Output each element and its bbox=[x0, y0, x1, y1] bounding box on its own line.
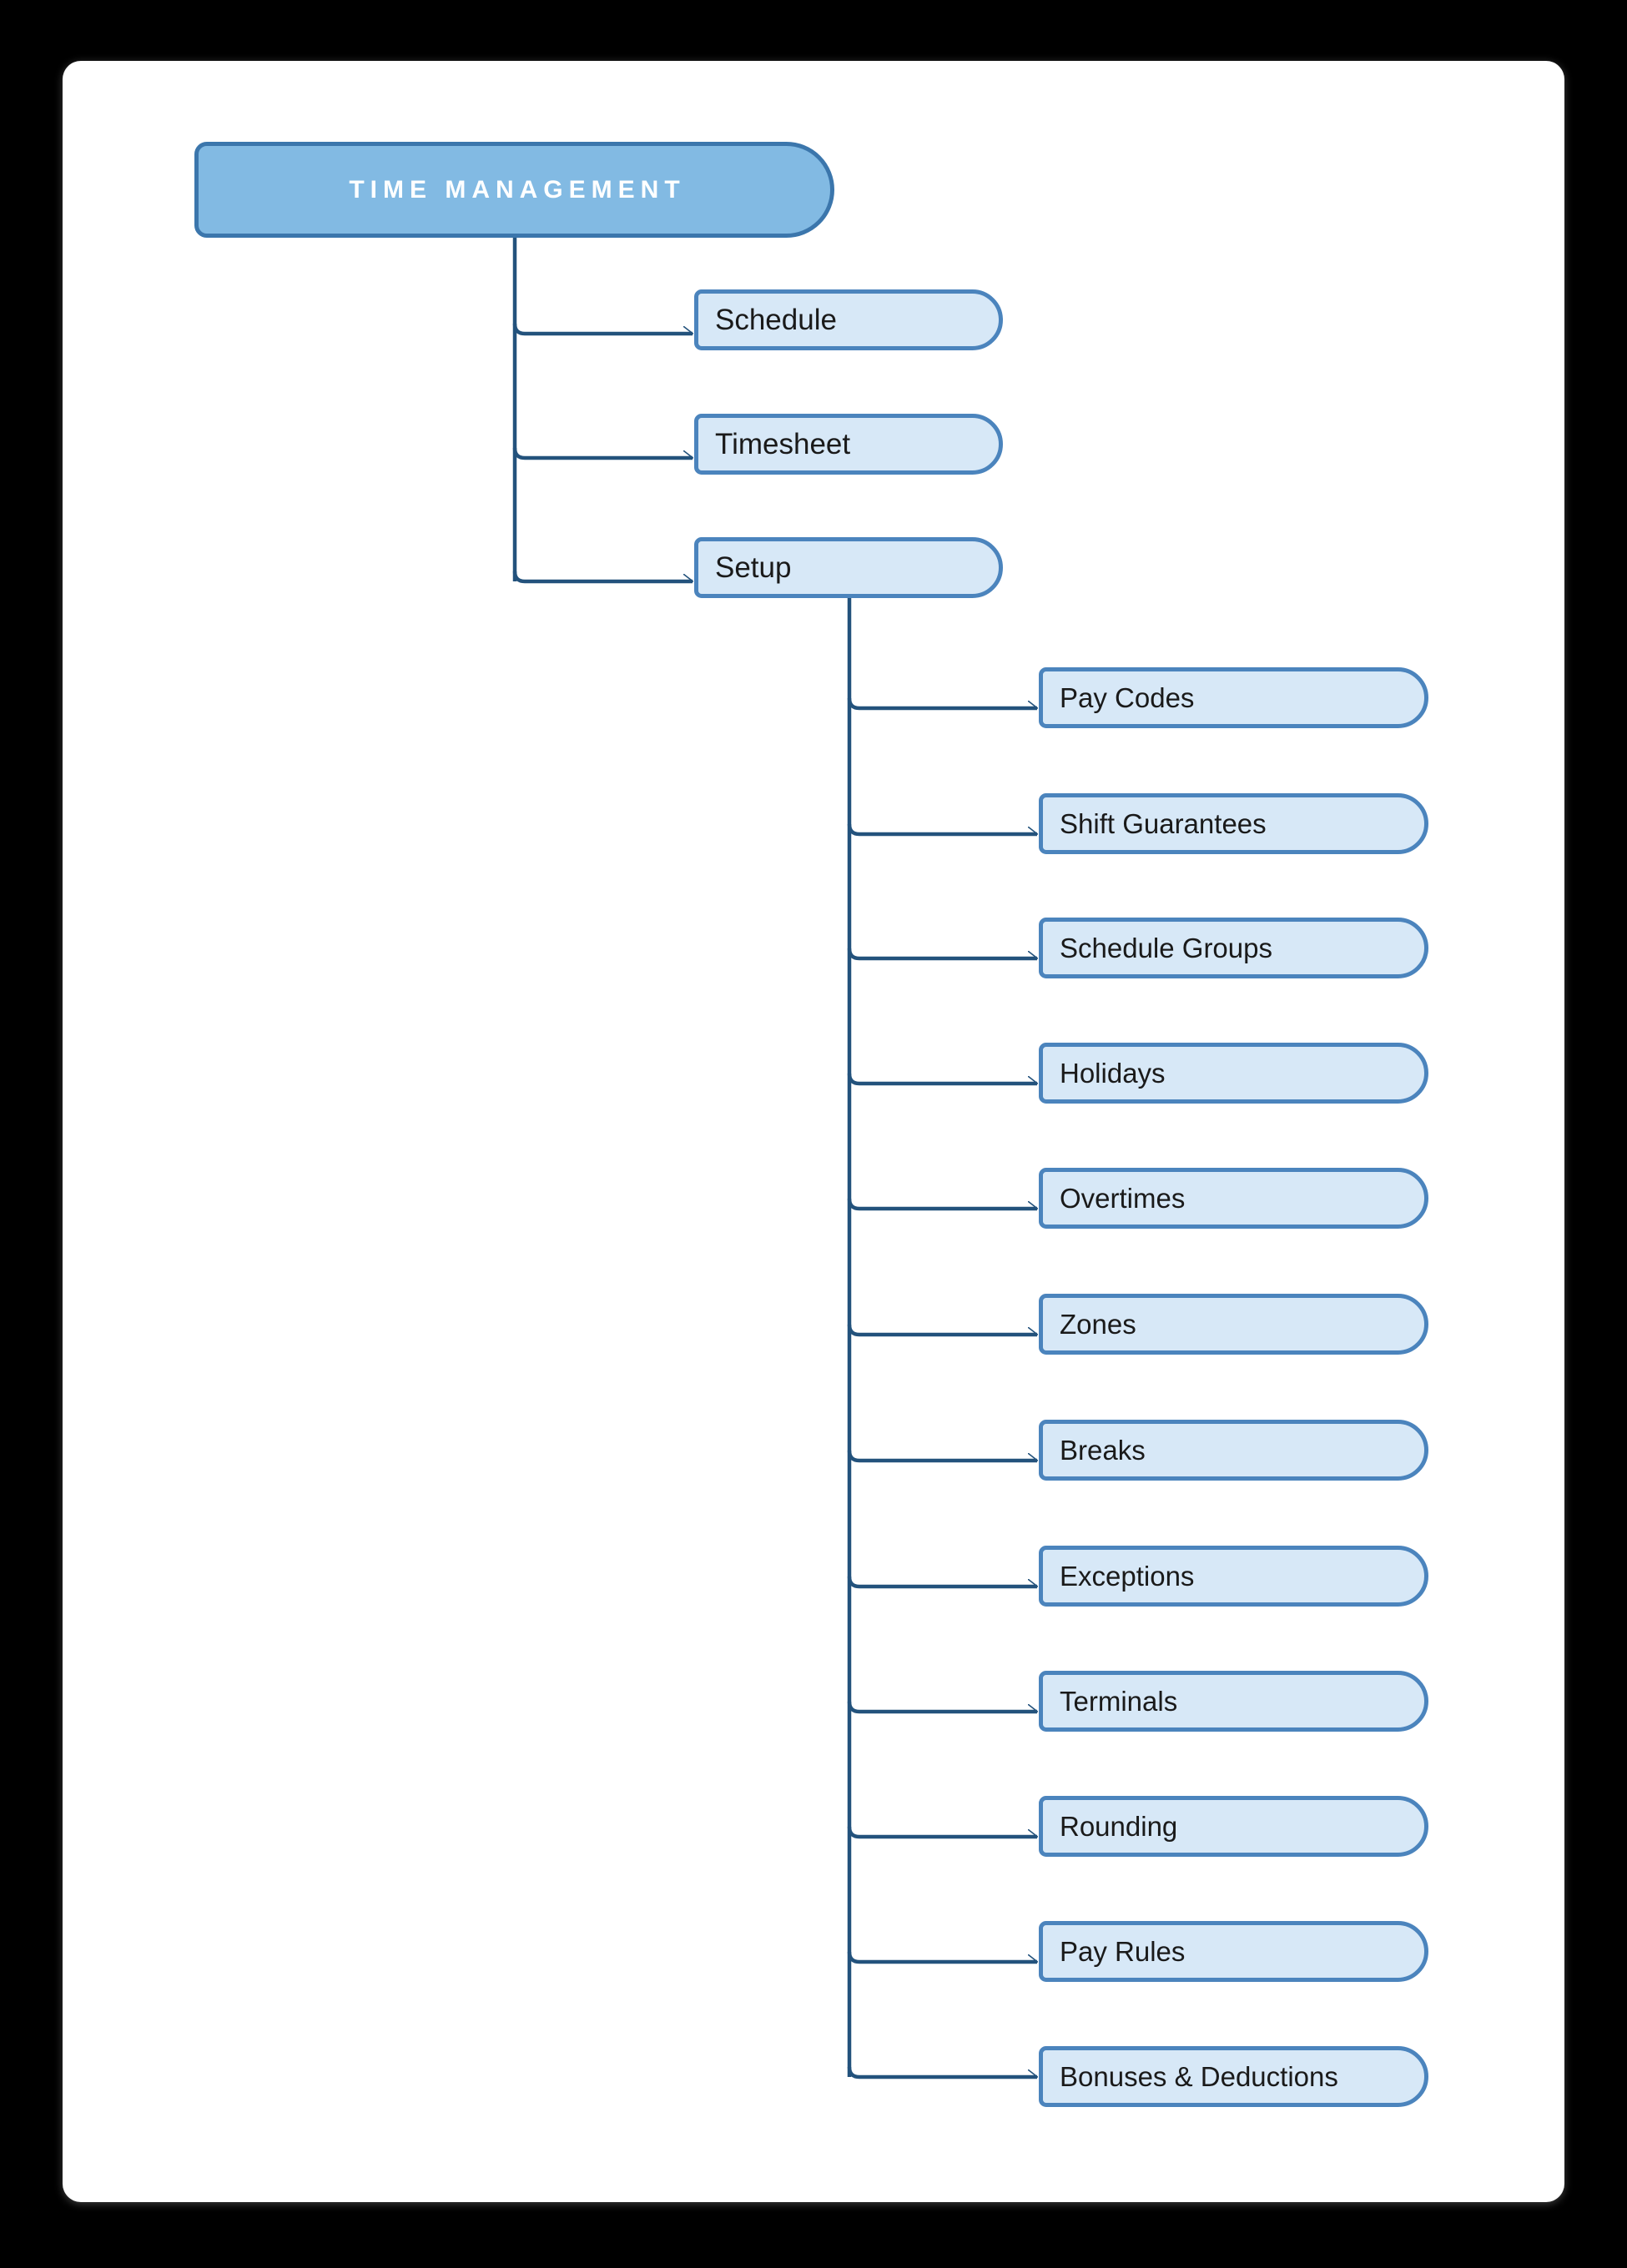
node-label: Rounding bbox=[1060, 1810, 1178, 1842]
node-label: Shift Guarantees bbox=[1060, 807, 1267, 839]
node-timesheet[interactable]: Timesheet bbox=[694, 414, 1003, 475]
node-label: Schedule Groups bbox=[1060, 932, 1272, 963]
node-label: Breaks bbox=[1060, 1434, 1146, 1466]
node-shift-guarantees[interactable]: Shift Guarantees bbox=[1039, 793, 1428, 854]
node-label: Timesheet bbox=[715, 427, 851, 460]
node-label: Zones bbox=[1060, 1308, 1136, 1340]
node-label: Terminals bbox=[1060, 1685, 1178, 1717]
node-label: Schedule bbox=[715, 303, 837, 336]
node-pay-codes[interactable]: Pay Codes bbox=[1039, 667, 1428, 728]
node-schedule-groups[interactable]: Schedule Groups bbox=[1039, 918, 1428, 978]
node-label: Pay Codes bbox=[1060, 681, 1195, 713]
node-bonuses-deductions[interactable]: Bonuses & Deductions bbox=[1039, 2046, 1428, 2107]
node-schedule[interactable]: Schedule bbox=[694, 289, 1003, 350]
node-overtimes[interactable]: Overtimes bbox=[1039, 1168, 1428, 1229]
node-label: TIME MANAGEMENT bbox=[349, 175, 686, 204]
node-breaks[interactable]: Breaks bbox=[1039, 1420, 1428, 1481]
node-setup[interactable]: Setup bbox=[694, 537, 1003, 598]
node-exceptions[interactable]: Exceptions bbox=[1039, 1546, 1428, 1607]
node-label: Bonuses & Deductions bbox=[1060, 2060, 1338, 2092]
node-label: Exceptions bbox=[1060, 1560, 1195, 1592]
node-label: Pay Rules bbox=[1060, 1935, 1186, 1967]
node-label: Overtimes bbox=[1060, 1182, 1186, 1214]
node-terminals[interactable]: Terminals bbox=[1039, 1671, 1428, 1732]
node-zones[interactable]: Zones bbox=[1039, 1294, 1428, 1355]
node-rounding[interactable]: Rounding bbox=[1039, 1796, 1428, 1857]
node-label: Setup bbox=[715, 551, 792, 584]
node-pay-rules[interactable]: Pay Rules bbox=[1039, 1921, 1428, 1982]
node-holidays[interactable]: Holidays bbox=[1039, 1043, 1428, 1104]
node-time-management[interactable]: TIME MANAGEMENT bbox=[194, 142, 834, 238]
node-label: Holidays bbox=[1060, 1057, 1166, 1089]
